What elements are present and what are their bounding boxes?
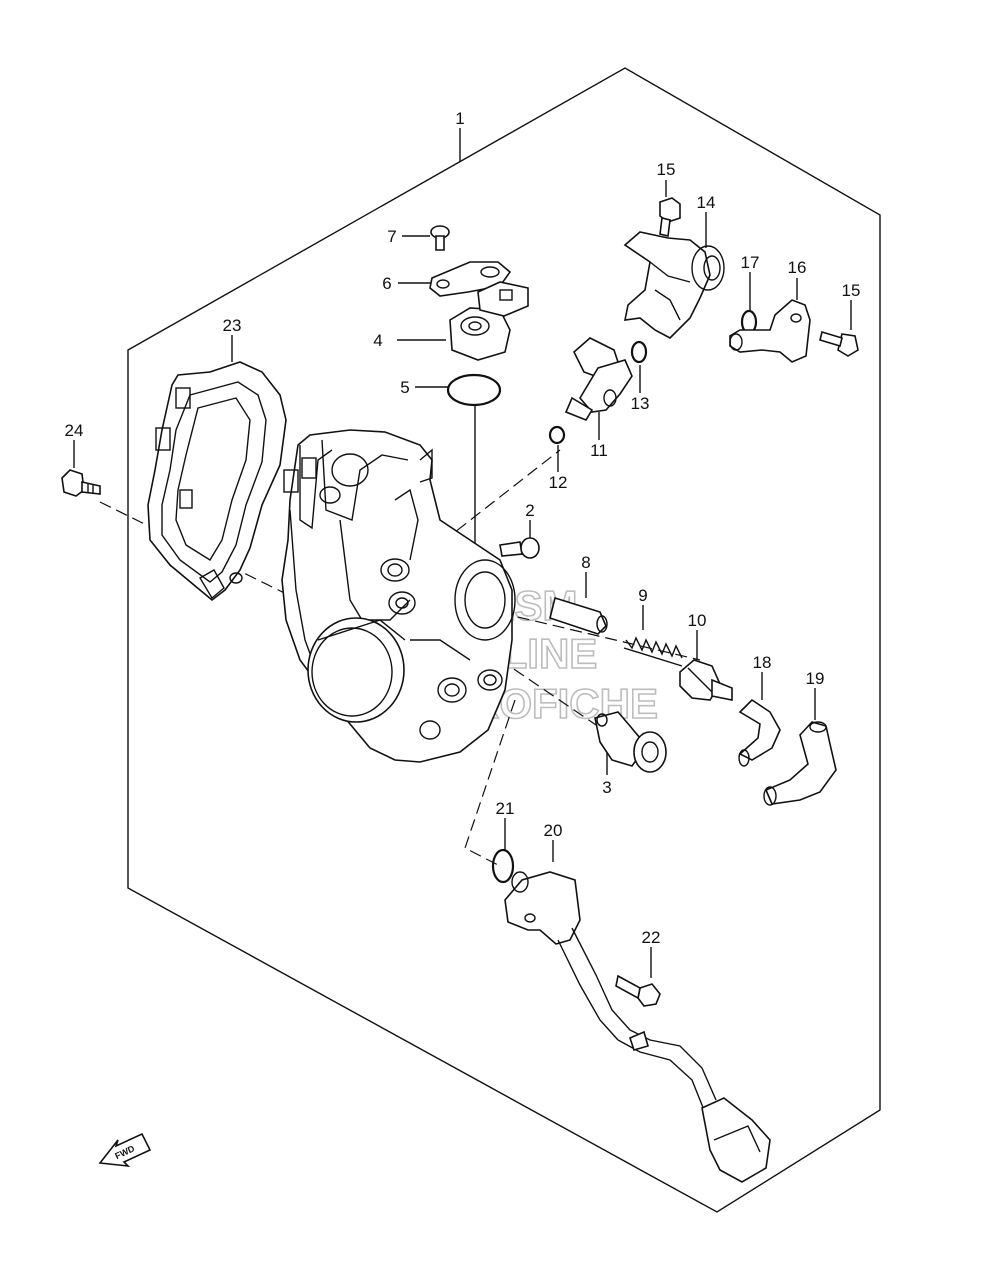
part-18-hose[interactable]	[738, 698, 781, 767]
label-part-16: 16	[788, 258, 807, 277]
part-4-throttle-sensor[interactable]	[449, 281, 529, 361]
part-22-bolt[interactable]	[615, 974, 661, 1007]
label-part-17: 17	[741, 253, 760, 272]
part-21-o-ring[interactable]	[491, 848, 515, 884]
label-part-12: 12	[549, 473, 568, 492]
label-part-21: 21	[496, 799, 515, 818]
label-part-5: 5	[400, 378, 409, 397]
part-7-screw[interactable]	[430, 225, 450, 251]
label-part-7: 7	[387, 227, 396, 246]
part-10-adjust-screw[interactable]	[679, 659, 733, 701]
label-part-1: 1	[455, 109, 464, 128]
label-part-20: 20	[544, 821, 563, 840]
label-part-14: 14	[697, 193, 716, 212]
part-8-pin[interactable]	[549, 596, 608, 635]
part-15-bolt-top[interactable]	[659, 197, 681, 237]
label-part-24: 24	[65, 421, 84, 440]
part-5-o-ring[interactable]	[446, 373, 502, 407]
label-part-13: 13	[631, 394, 650, 413]
leader-lines	[73, 128, 852, 978]
part-13-o-ring[interactable]	[630, 340, 648, 364]
part-24-bolt[interactable]	[61, 469, 101, 497]
label-part-15-top: 15	[657, 160, 676, 179]
label-part-6: 6	[382, 274, 391, 293]
part-15-bolt-right[interactable]	[819, 330, 859, 357]
label-part-22: 22	[642, 928, 661, 947]
part-11-fuel-injector[interactable]	[564, 337, 633, 421]
fwd-arrow: FWD	[98, 1132, 152, 1168]
part-16-pipe-fitting[interactable]	[729, 299, 811, 363]
label-part-18: 18	[753, 653, 772, 672]
part-2-screw[interactable]	[499, 537, 540, 559]
part-14-fuel-pipe[interactable]	[623, 231, 725, 339]
part-23-cover[interactable]	[147, 361, 287, 602]
label-part-8: 8	[581, 553, 590, 572]
label-part-11: 11	[590, 441, 608, 460]
part-19-elbow[interactable]	[763, 721, 837, 806]
label-part-19: 19	[806, 669, 825, 688]
label-part-2: 2	[525, 501, 534, 520]
label-part-23: 23	[223, 316, 242, 335]
part-3-valve[interactable]	[594, 711, 667, 773]
part-number-labels: 1 2 3 4 5 6 7 8 9 10 11 12 13 14 15 15 1…	[65, 109, 861, 947]
part-12-o-ring[interactable]	[548, 425, 566, 445]
part-9-spring[interactable]	[623, 636, 683, 667]
label-part-3: 3	[602, 778, 611, 797]
label-part-15-right: 15	[842, 281, 861, 300]
part-1-throttle-body[interactable]	[281, 429, 516, 763]
label-part-10: 10	[688, 611, 707, 630]
label-part-9: 9	[638, 586, 647, 605]
part-20-sensor-harness[interactable]	[504, 871, 771, 1183]
label-part-4: 4	[373, 331, 382, 350]
assembly-boundary	[127, 67, 881, 1213]
